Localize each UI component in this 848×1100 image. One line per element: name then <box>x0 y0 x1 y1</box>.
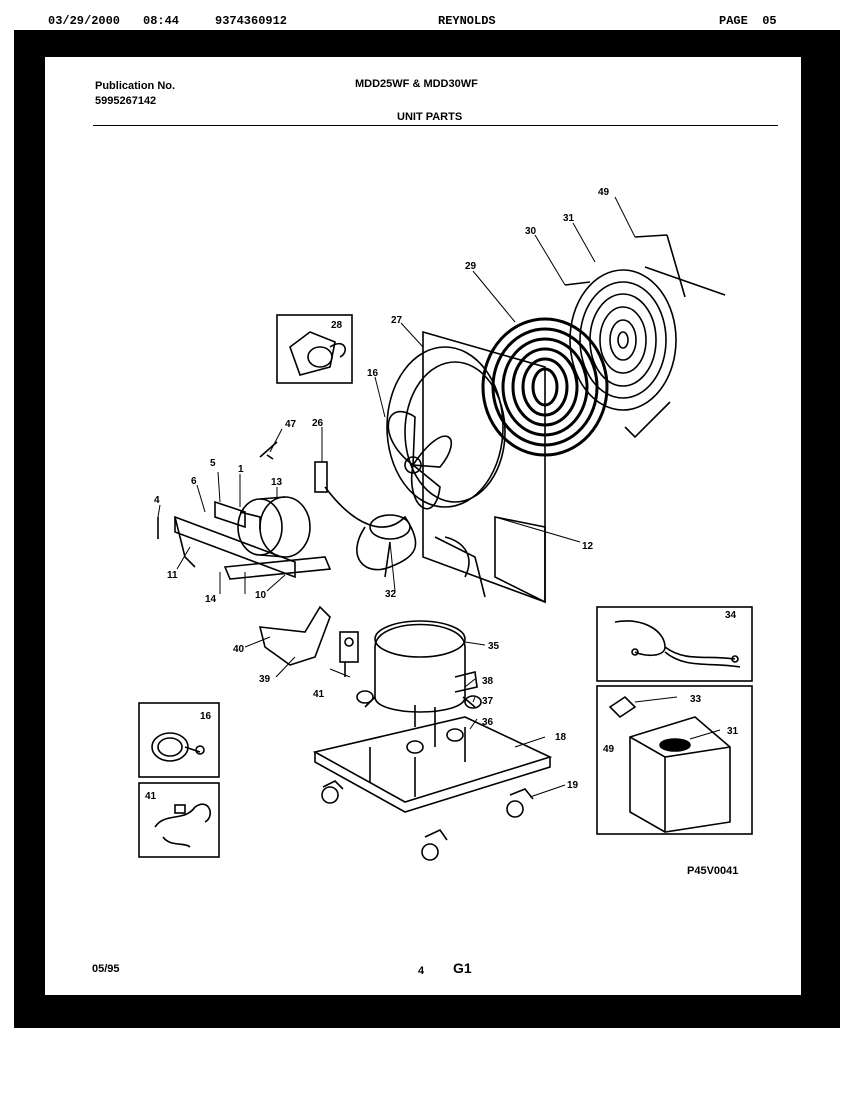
compressor <box>364 620 478 727</box>
callout-32: 33 <box>690 694 702 705</box>
page-code: G1 <box>453 960 472 976</box>
water-tank-31 <box>608 695 731 833</box>
fax-phone: 9374360912 <box>215 14 288 28</box>
inset-box-25 <box>276 314 353 384</box>
callout-47: 47 <box>285 419 297 430</box>
relay-40 <box>339 631 359 677</box>
exploded-parts-diagram: 49 31 30 29 27 28 16 47 26 5 1 6 13 4 11… <box>138 187 753 861</box>
callout-23: 27 <box>391 315 403 326</box>
callout-18: 18 <box>555 732 567 743</box>
callout-39: 40 <box>233 644 245 655</box>
leader-lines <box>157 196 721 798</box>
callout-13: 13 <box>271 477 283 488</box>
callout-16b: 16 <box>200 711 212 722</box>
callout-10: 10 <box>255 590 267 601</box>
title-rule <box>93 125 778 126</box>
callout-6: 6 <box>191 476 197 487</box>
base-pan <box>312 707 553 813</box>
inset-box-31 <box>596 685 753 835</box>
clamp-16 <box>151 732 205 762</box>
inset-box-33 <box>596 606 753 682</box>
capacitor-and-wiring <box>314 461 486 598</box>
callout-15: 16 <box>367 368 379 379</box>
part-callouts: 49 31 30 29 27 28 16 47 26 5 1 6 13 4 11… <box>145 187 739 802</box>
callout-35: 36 <box>482 717 494 728</box>
motor-strap <box>223 556 332 580</box>
date-code: 05/95 <box>92 963 120 975</box>
callout-25: 28 <box>331 320 343 331</box>
callout-37: 38 <box>482 676 494 687</box>
callout-21: 26 <box>312 418 324 429</box>
callout-34: 35 <box>488 641 500 652</box>
callout-27: 30 <box>525 226 537 237</box>
drawing-code: P45V0041 <box>687 865 739 877</box>
wiring-harness-33 <box>614 620 741 668</box>
callout-12: 12 <box>582 541 594 552</box>
callout-29: 49 <box>598 187 610 198</box>
callout-1: 1 <box>238 464 244 475</box>
callout-41b: 41 <box>145 791 157 802</box>
publication-label: Publication No. <box>95 80 176 92</box>
control-bracket <box>174 500 296 579</box>
callout-49b: 49 <box>603 744 615 755</box>
bracket-39 <box>258 605 331 666</box>
section-title: UNIT PARTS <box>397 111 463 123</box>
inset-box-16 <box>138 702 220 778</box>
fax-date: 03/29/2000 <box>48 14 121 28</box>
callout-26: 29 <box>465 261 477 272</box>
compressor-grommets <box>356 690 482 754</box>
inset-box-41 <box>138 782 220 858</box>
callout-19: 19 <box>567 780 579 791</box>
fan-blade <box>387 410 453 510</box>
fax-time: 08:44 <box>143 14 180 28</box>
page-number: 4 <box>418 965 425 977</box>
callout-31b: 31 <box>727 726 739 737</box>
callout-30: 32 <box>385 589 397 600</box>
fan-motor <box>237 496 311 558</box>
screw-27 <box>564 281 591 286</box>
evaporator-coil <box>569 266 726 439</box>
callout-14: 14 <box>205 594 217 605</box>
power-cord-41 <box>154 803 211 848</box>
fan-housing <box>386 330 546 604</box>
fax-sender: REYNOLDS <box>438 14 496 28</box>
callout-38: 39 <box>259 674 271 685</box>
publication-number: 5995267142 <box>95 95 157 107</box>
fax-page: PAGE 05 <box>719 14 777 28</box>
casters <box>321 780 534 861</box>
callout-40: 41 <box>313 689 325 700</box>
rod-29 <box>634 234 686 298</box>
callout-28: 31 <box>563 213 575 224</box>
callout-4: 4 <box>154 495 160 506</box>
callout-36: 37 <box>482 696 494 707</box>
callout-33: 34 <box>725 610 737 621</box>
parts-sheet: Publication No. 5995267142 MDD25WF & MDD… <box>45 57 801 995</box>
callout-5: 5 <box>210 458 216 469</box>
fax-header: 03/29/2000 08:44 9374360912 REYNOLDS PAG… <box>0 14 848 30</box>
model-numbers: MDD25WF & MDD30WF <box>355 78 478 90</box>
callout-11: 11 <box>167 570 178 581</box>
thermostat-25 <box>289 331 346 376</box>
